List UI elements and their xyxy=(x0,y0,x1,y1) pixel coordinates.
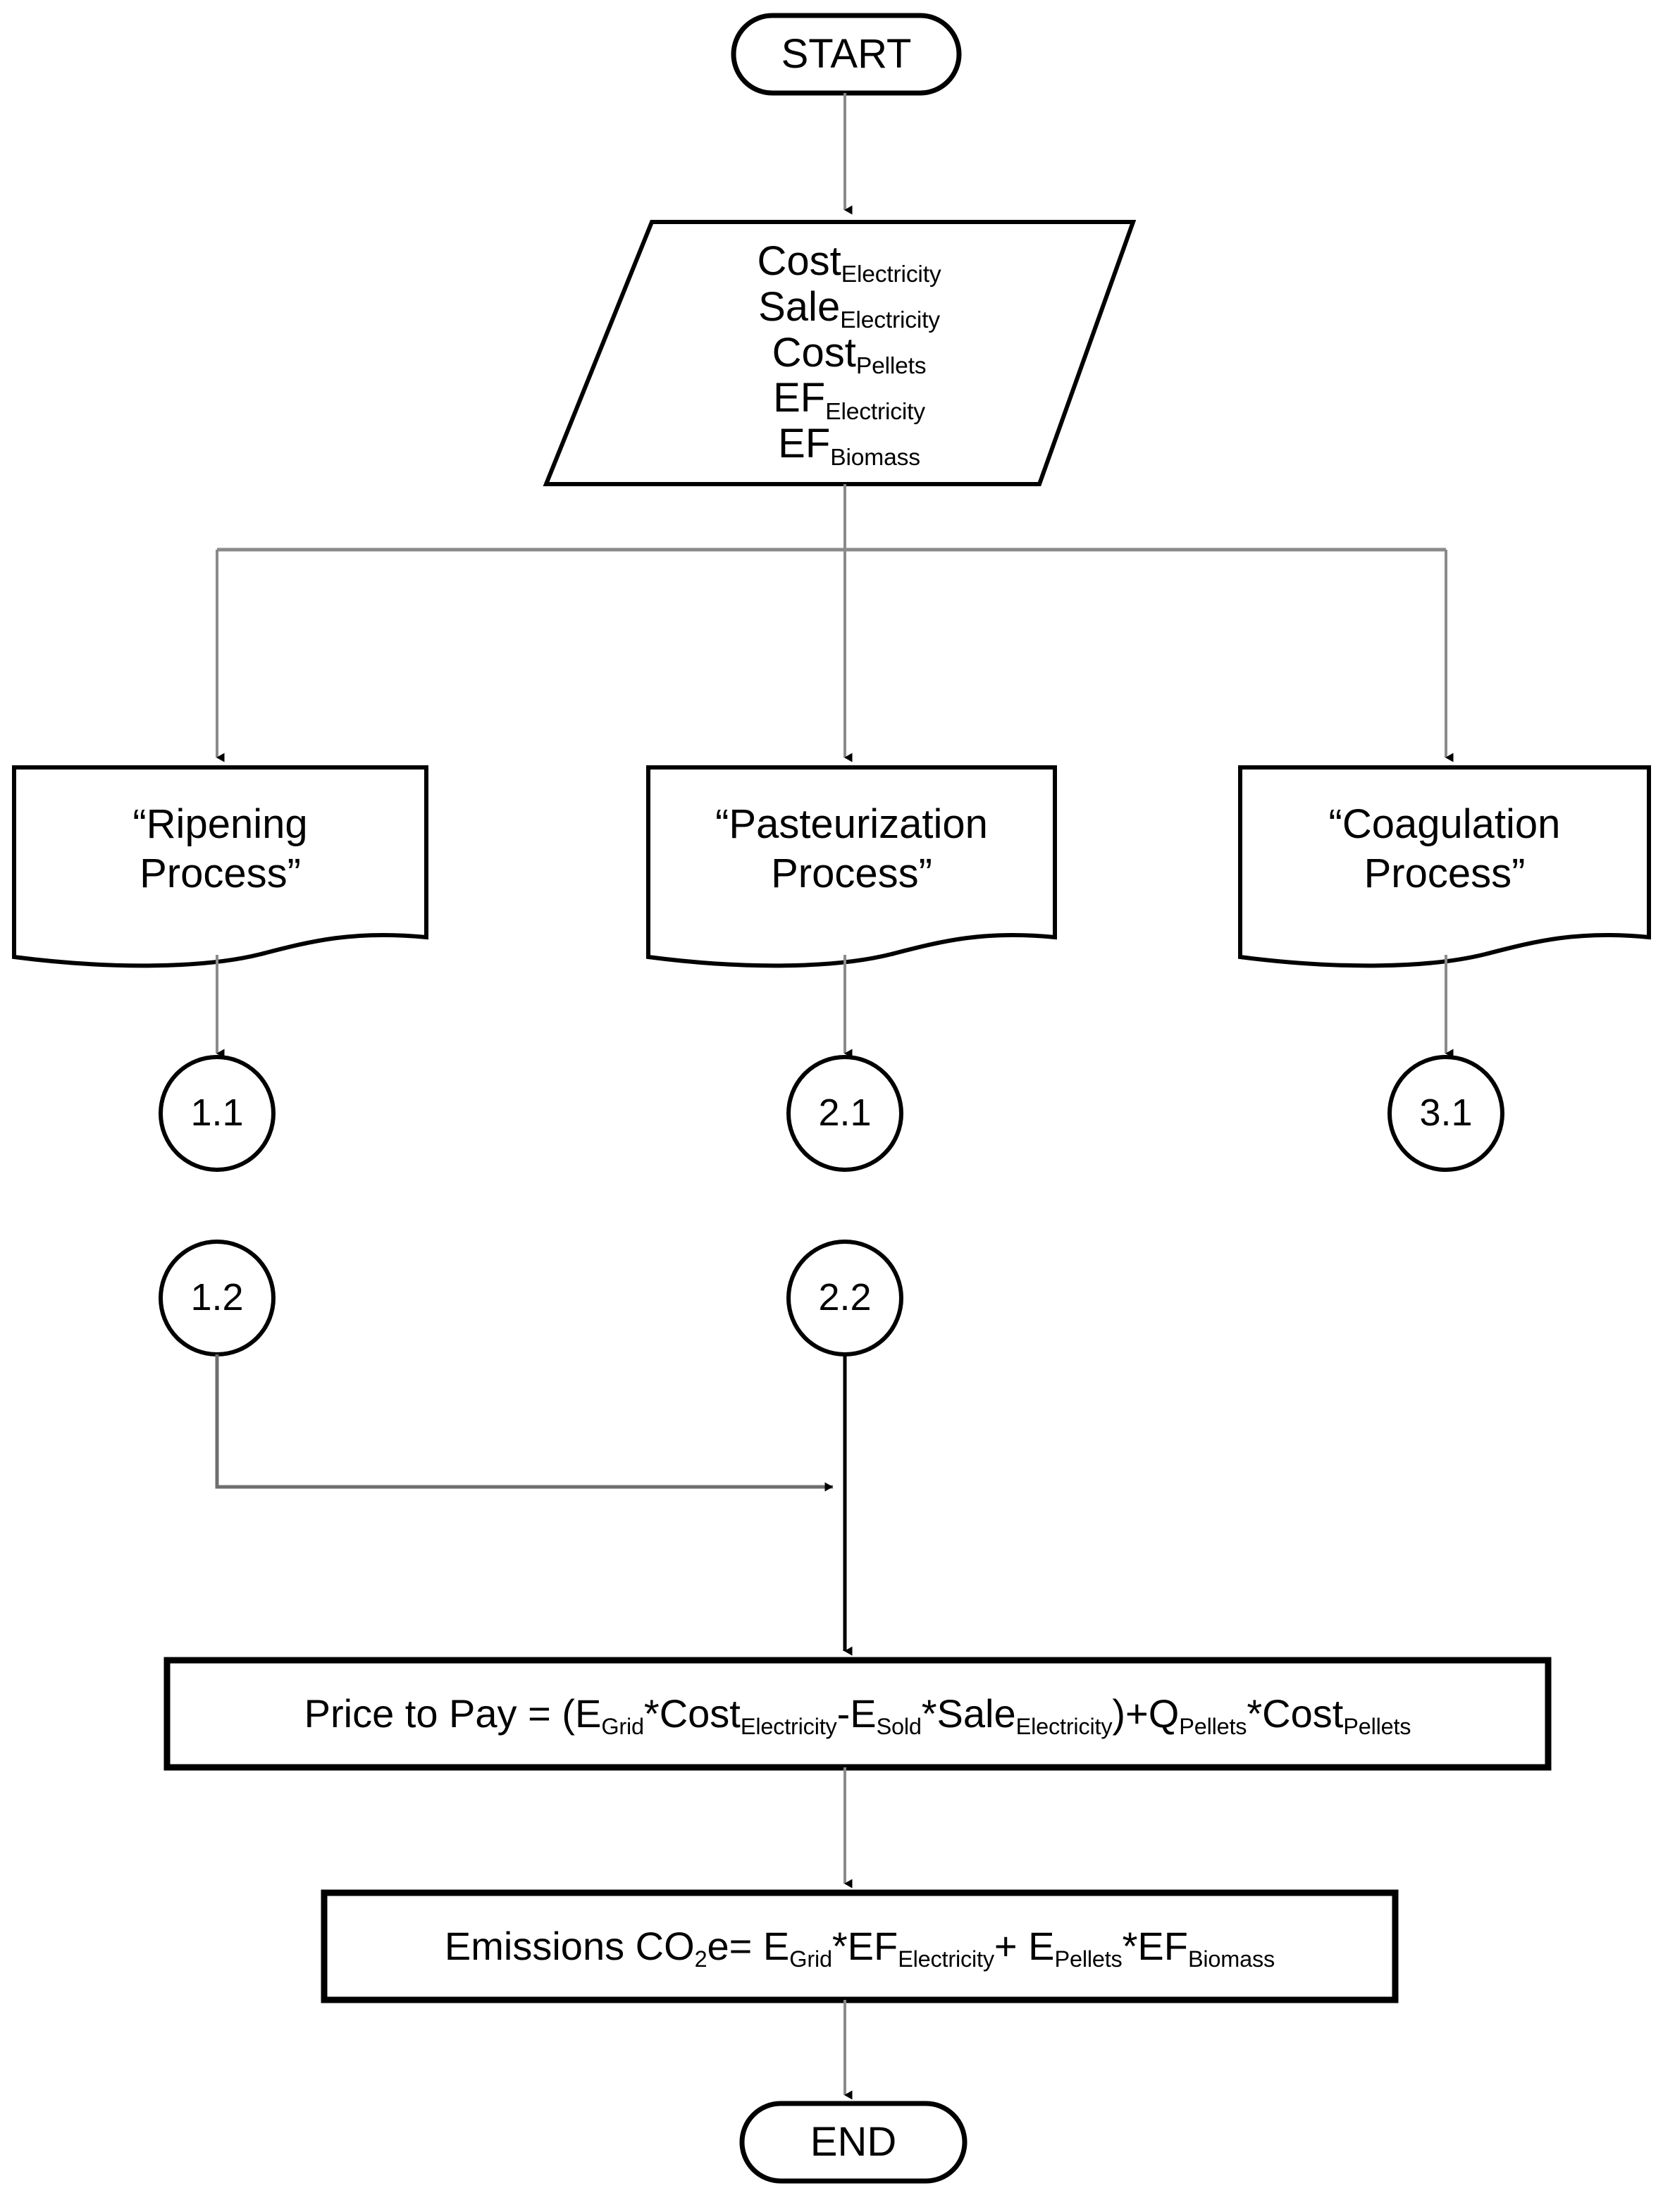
connector-1-2-shape xyxy=(159,1240,276,1357)
start-terminator-shape xyxy=(731,13,962,96)
price-formula-box-shape xyxy=(163,1657,1552,1771)
ripening-document-shape xyxy=(12,765,428,968)
connector-2-1-shape xyxy=(786,1055,903,1172)
emissions-formula-box-shape xyxy=(321,1889,1399,2003)
connector-2-2-shape xyxy=(786,1240,903,1357)
connector-1-1-shape xyxy=(159,1055,276,1172)
end-terminator-shape xyxy=(739,2101,967,2184)
edge-1-2-elbow xyxy=(215,1354,833,1492)
coagulation-document-shape xyxy=(1238,765,1651,968)
pasteurization-document-shape xyxy=(646,765,1057,968)
connector-3-1-shape xyxy=(1387,1055,1504,1172)
input-parallelogram-shape xyxy=(543,220,1137,486)
